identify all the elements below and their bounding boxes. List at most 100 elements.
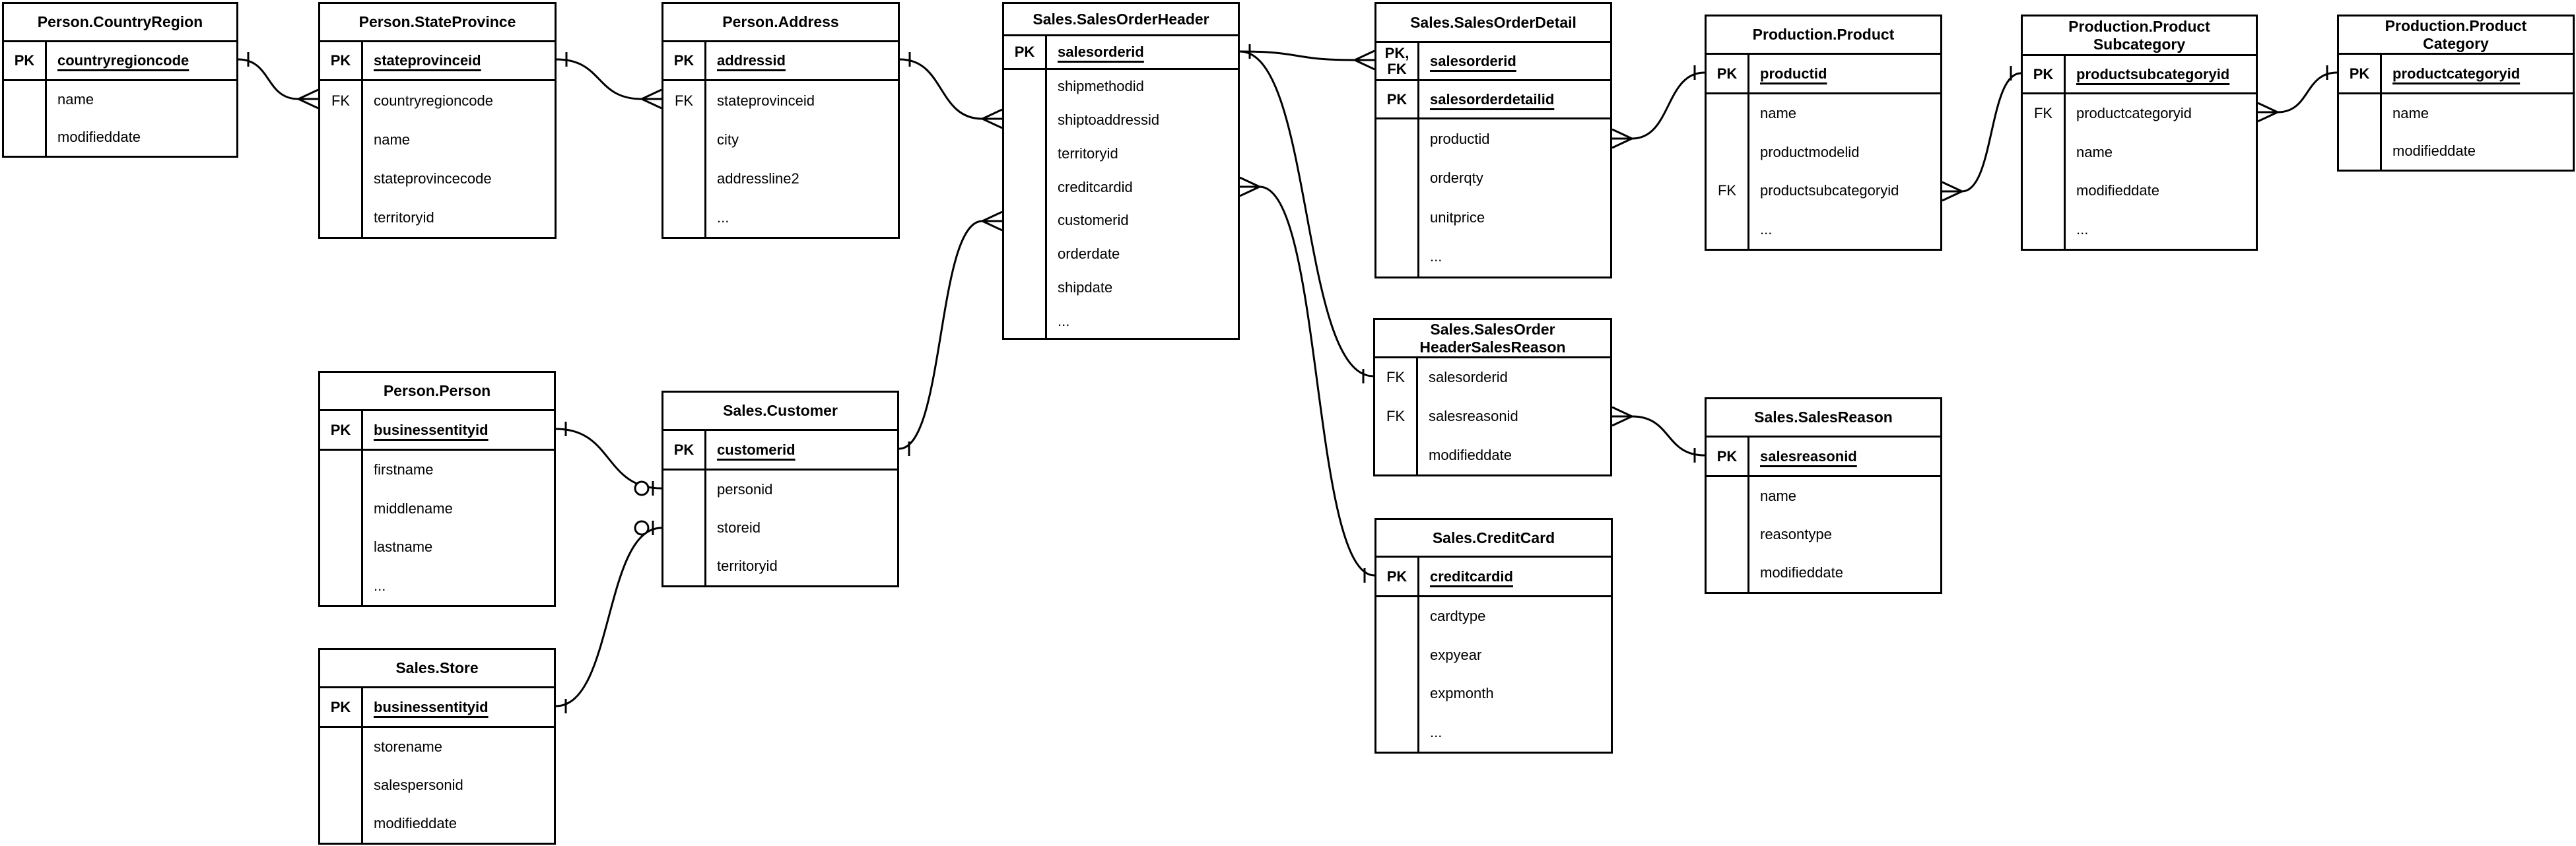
relationship-connector-sales-salesorderheader-to-sales-salesorderheadersalesreason[interactable]: [1239, 44, 1374, 383]
key-badge: [1707, 515, 1747, 554]
relationship-connector-production-product-to-production-productsubcategory[interactable]: [1942, 66, 2021, 202]
field-name: salesorderid: [1429, 369, 1508, 386]
key-badge: [1375, 436, 1416, 474]
relationship-connector-sales-salesorderheadersalesreason-to-sales-salesreason[interactable]: [1611, 406, 1705, 463]
field-badge-column: FK: [1707, 94, 1749, 249]
field-name: ...: [1430, 248, 1442, 265]
field-badge-column: [2339, 94, 2382, 170]
relationship-connector-person-countryregion-to-person-stateprovince[interactable]: [238, 52, 319, 110]
field-badge-column: [663, 471, 706, 585]
connector-path: [1259, 185, 1375, 577]
connector-path: [1239, 50, 1374, 377]
field-name: ...: [1430, 723, 1442, 740]
relationship-connector-sales-salesorderdetail-to-production-product[interactable]: [1611, 65, 1705, 149]
key-badge: [320, 528, 361, 567]
key-badge: [1004, 170, 1045, 204]
field-name: city: [717, 131, 739, 148]
field-badge-column: [320, 728, 363, 843]
field-name: salesreasonid: [1429, 408, 1518, 424]
table-title: Person.Person: [320, 373, 554, 411]
relationship-connector-person-stateprovince-to-person-address[interactable]: [556, 52, 662, 110]
key-badge: PK: [1376, 81, 1419, 117]
table-title: Sales.Store: [320, 650, 554, 688]
field-badge-column: [1376, 119, 1419, 277]
relationship-connector-person-address-to-sales-salesorderheader[interactable]: [899, 52, 1003, 129]
cardinality-zero-icon: [634, 520, 650, 536]
connector-path: [1239, 50, 1355, 61]
relationship-connector-person-person-to-sales-customer[interactable]: [555, 422, 662, 496]
field-badge-column: [1004, 70, 1047, 338]
field-name: name: [1760, 488, 1797, 504]
key-badge: FK: [1386, 369, 1406, 386]
cardinality-zero-icon: [634, 480, 650, 496]
key-badge: [2023, 211, 2064, 249]
key-badge: [663, 159, 704, 198]
crow-foot-many-icon: [298, 88, 319, 110]
field-name: middlename: [374, 500, 453, 517]
key-badge: [2339, 132, 2380, 170]
field-badge-column: [4, 81, 47, 156]
key-badge: [1707, 94, 1747, 133]
key-badge: PK: [663, 42, 706, 79]
field-name: customerid: [1058, 212, 1129, 229]
key-badge: [4, 81, 45, 119]
relationship-connector-sales-salesorderheader-to-sales-creditcard[interactable]: [1239, 176, 1375, 583]
key-badge: [663, 198, 704, 237]
field-name: name: [374, 131, 411, 148]
connector-path: [899, 58, 983, 120]
key-badge: [320, 159, 361, 198]
field-name: salesorderid: [1058, 44, 1144, 60]
field-name: productsubcategoryid: [2076, 65, 2230, 82]
field-name: productid: [1430, 130, 1490, 147]
connector-path: [1961, 72, 2021, 193]
relationship-connector-sales-salesorderheader-to-sales-salesorderdetail[interactable]: [1239, 44, 1375, 71]
key-badge: [1376, 597, 1417, 636]
key-badge: [320, 120, 361, 159]
field-name: countryregioncode: [374, 92, 494, 109]
key-field-row: PK addressid: [663, 42, 898, 81]
relationship-connector-sales-customer-to-sales-salesorderheader[interactable]: [898, 211, 1003, 456]
field-name: unitprice: [1430, 209, 1485, 226]
key-badge: [320, 804, 361, 843]
field-name: addressid: [717, 52, 786, 69]
key-badge: [1376, 674, 1417, 713]
table-title: Sales.Customer: [663, 393, 897, 431]
key-badge: FK: [674, 92, 694, 109]
relationship-connector-production-productsubcategory-to-production-productcategory[interactable]: [2257, 65, 2338, 123]
relationship-connector-sales-store-to-sales-customer[interactable]: [555, 520, 662, 713]
field-name: creditcardid: [1430, 568, 1513, 585]
table-title: Sales.SalesOrderHeader: [1004, 4, 1238, 36]
key-badge: FK: [2033, 105, 2053, 122]
field-name: customerid: [717, 441, 796, 458]
